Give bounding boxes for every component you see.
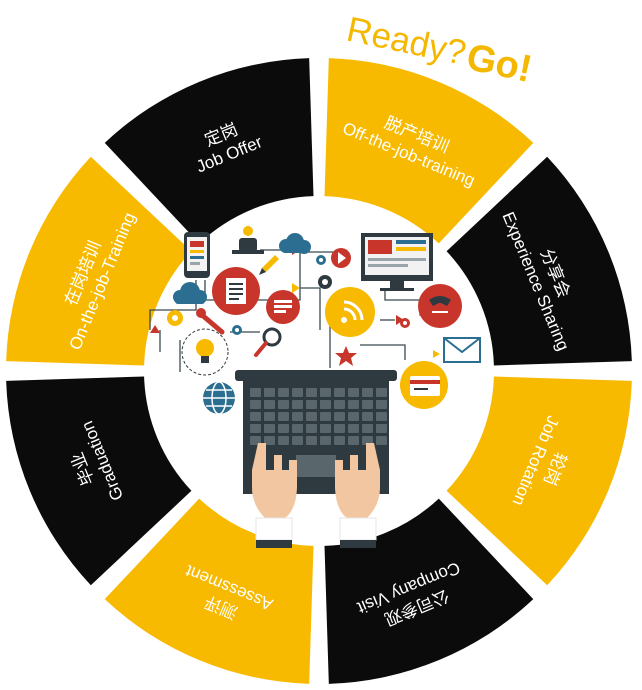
play-icon — [331, 248, 351, 268]
gear-icon — [316, 255, 326, 265]
key — [306, 436, 317, 445]
key — [348, 412, 359, 421]
key — [362, 436, 373, 445]
key — [264, 412, 275, 421]
key — [278, 400, 289, 409]
arrow-right-icon — [396, 315, 404, 325]
pencil-icon — [259, 255, 279, 275]
key — [292, 400, 303, 409]
key — [362, 424, 373, 433]
key — [250, 400, 261, 409]
key — [334, 424, 345, 433]
key — [292, 412, 303, 421]
key — [334, 388, 345, 397]
key — [320, 424, 331, 433]
credit-card-icon — [400, 361, 448, 409]
key — [376, 436, 387, 445]
key — [376, 400, 387, 409]
segment-rotation-shape — [446, 376, 632, 586]
key — [292, 424, 303, 433]
key — [320, 412, 331, 421]
document-icon — [212, 267, 260, 315]
key — [348, 400, 359, 409]
globe-icon — [203, 381, 235, 415]
phone-icon — [418, 284, 462, 328]
key — [376, 424, 387, 433]
key — [320, 400, 331, 409]
hands-icon — [252, 443, 380, 548]
person-icon — [232, 226, 264, 254]
key — [306, 388, 317, 397]
key — [278, 388, 289, 397]
key — [264, 424, 275, 433]
key — [306, 412, 317, 421]
key — [334, 412, 345, 421]
key — [320, 388, 331, 397]
tagline-go: Go! — [463, 36, 536, 91]
lightbulb-icon — [181, 328, 229, 376]
key — [264, 388, 275, 397]
gear-icon — [167, 310, 183, 326]
key — [264, 400, 275, 409]
gear-icon — [232, 325, 242, 335]
key — [376, 388, 387, 397]
center-illustration — [149, 226, 481, 548]
monitor-icon — [361, 233, 433, 291]
keyboard — [250, 388, 387, 445]
segment-visit-shape — [324, 498, 534, 684]
segment-grad-shape — [6, 376, 192, 586]
smartphone-icon — [184, 232, 210, 278]
cloud-icon — [279, 233, 311, 254]
key — [278, 412, 289, 421]
key — [362, 412, 373, 421]
star-icon — [335, 346, 357, 366]
key — [250, 412, 261, 421]
key — [250, 424, 261, 433]
key — [292, 388, 303, 397]
key — [278, 424, 289, 433]
key — [264, 436, 275, 445]
wrench-icon — [196, 308, 225, 335]
key — [348, 424, 359, 433]
cloud-icon — [173, 282, 207, 304]
key — [306, 424, 317, 433]
key — [362, 388, 373, 397]
gear-icon — [318, 275, 332, 289]
key — [348, 388, 359, 397]
envelope-icon — [443, 337, 481, 363]
key — [292, 436, 303, 445]
key — [250, 436, 261, 445]
segment-onjob-shape — [6, 156, 192, 366]
key — [376, 412, 387, 421]
key — [348, 436, 359, 445]
arrow-right-icon — [292, 283, 300, 293]
key — [250, 388, 261, 397]
key — [334, 436, 345, 445]
segment-offjob-shape — [324, 58, 534, 244]
chat-bubble-icon — [266, 290, 300, 324]
wifi-icon — [325, 287, 375, 337]
key — [278, 436, 289, 445]
segment-share-shape — [446, 156, 632, 366]
key — [334, 400, 345, 409]
key — [362, 400, 373, 409]
magnifier-icon — [254, 327, 282, 357]
segment-offer-shape — [104, 58, 314, 244]
arrow-up-icon — [150, 325, 160, 333]
arrow-right-icon — [433, 350, 440, 358]
key — [320, 436, 331, 445]
key — [306, 400, 317, 409]
gear-icon — [400, 318, 410, 328]
